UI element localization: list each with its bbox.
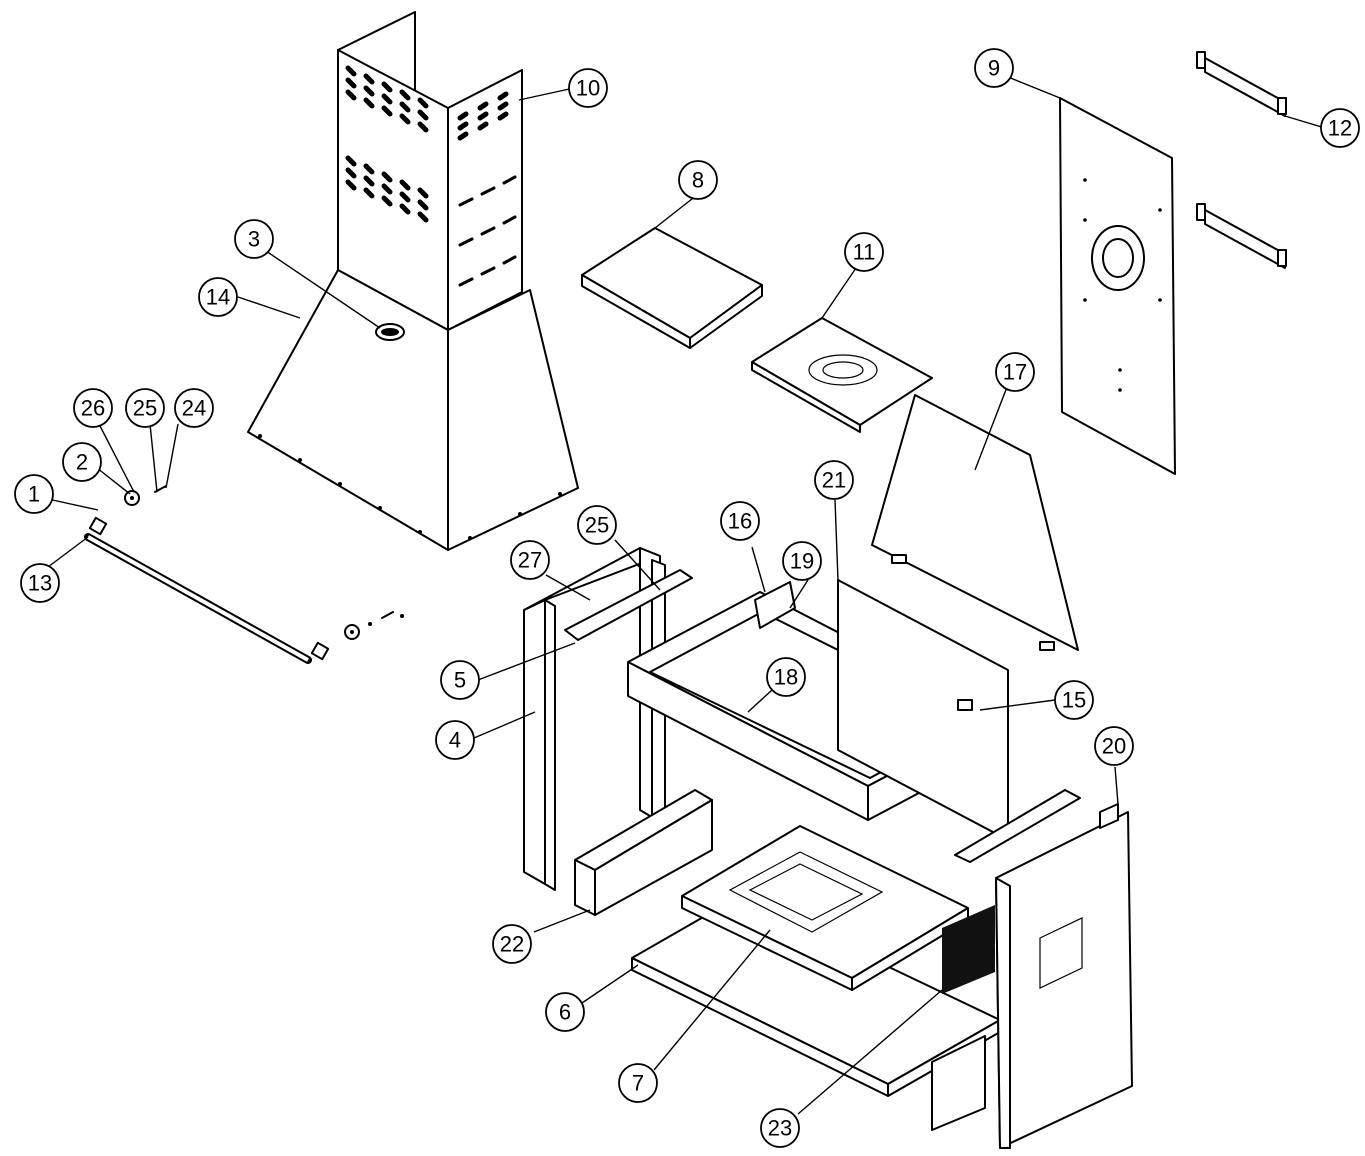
callout-10: 10: [568, 68, 608, 108]
svg-text:25: 25: [133, 396, 157, 421]
svg-text:17: 17: [1003, 360, 1027, 385]
callout-14: 14: [198, 277, 238, 317]
svg-text:16: 16: [728, 509, 752, 534]
svg-text:22: 22: [500, 932, 524, 957]
callout-22: 22: [492, 924, 532, 964]
hood-panel: [247, 269, 579, 551]
callout-23: 23: [760, 1108, 800, 1148]
svg-text:27: 27: [518, 548, 542, 573]
svg-text:6: 6: [559, 1000, 571, 1025]
callout-25-washer: 25: [125, 388, 165, 428]
svg-text:19: 19: [790, 549, 814, 574]
callout-6: 6: [545, 992, 585, 1032]
callout-9: 9: [974, 48, 1014, 88]
svg-text:8: 8: [692, 168, 704, 193]
svg-text:3: 3: [248, 227, 260, 252]
callout-24: 24: [174, 388, 214, 428]
callout-17: 17: [995, 352, 1035, 392]
leader-lines: [47, 76, 1326, 1115]
mounting-brackets: [1196, 51, 1287, 269]
svg-text:10: 10: [576, 76, 600, 101]
back-panel: [1059, 97, 1176, 475]
svg-text:15: 15: [1062, 688, 1086, 713]
vent-slots-left: [345, 65, 429, 223]
callout-7: 7: [618, 1063, 658, 1103]
callout-16: 16: [720, 501, 760, 541]
callout-21: 21: [814, 460, 854, 500]
vent-slots-right: [457, 91, 517, 287]
side-rail: [564, 569, 693, 641]
top-block: [581, 227, 763, 349]
svg-text:7: 7: [632, 1071, 644, 1096]
svg-text:1: 1: [28, 482, 40, 507]
upper-chimney-cover: [337, 11, 523, 331]
svg-text:4: 4: [449, 728, 461, 753]
callout-2: 2: [62, 442, 102, 482]
callout-15: 15: [1054, 680, 1094, 720]
collar-plate: [751, 317, 933, 433]
callout-25-rail: 25: [577, 505, 617, 545]
svg-text:18: 18: [774, 665, 798, 690]
cross-bracket: [954, 699, 1081, 863]
callout-1: 1: [14, 474, 54, 514]
callout-27: 27: [510, 540, 550, 580]
svg-text:13: 13: [28, 571, 52, 596]
callout-18: 18: [766, 657, 806, 697]
svg-text:24: 24: [182, 396, 206, 421]
svg-text:11: 11: [853, 240, 876, 265]
callout-8: 8: [678, 160, 718, 200]
callout-5: 5: [440, 660, 480, 700]
callout-3: 3: [234, 219, 274, 259]
svg-text:2: 2: [76, 450, 88, 475]
side-trapezoid-panel: [871, 394, 1079, 651]
svg-text:14: 14: [206, 285, 230, 310]
rod: [84, 485, 404, 664]
svg-text:12: 12: [1328, 116, 1352, 141]
svg-text:5: 5: [454, 668, 466, 693]
callout-13: 13: [20, 563, 60, 603]
left-side-frame: [523, 547, 666, 891]
inner-tray: [681, 825, 969, 991]
callout-19: 19: [782, 541, 822, 581]
callout-11: 11: [844, 232, 884, 272]
callout-20: 20: [1094, 726, 1134, 766]
lower-guard: [574, 789, 713, 916]
callout-26: 26: [73, 388, 113, 428]
mesh-screen: [942, 905, 995, 994]
right-side-panel: [931, 803, 1133, 1149]
svg-text:25: 25: [585, 513, 609, 538]
svg-text:26: 26: [81, 396, 105, 421]
callout-12: 12: [1320, 108, 1360, 148]
svg-text:21: 21: [822, 468, 846, 493]
svg-text:20: 20: [1102, 734, 1126, 759]
callout-4: 4: [435, 720, 475, 760]
svg-text:9: 9: [988, 56, 1000, 81]
svg-text:23: 23: [768, 1116, 792, 1141]
